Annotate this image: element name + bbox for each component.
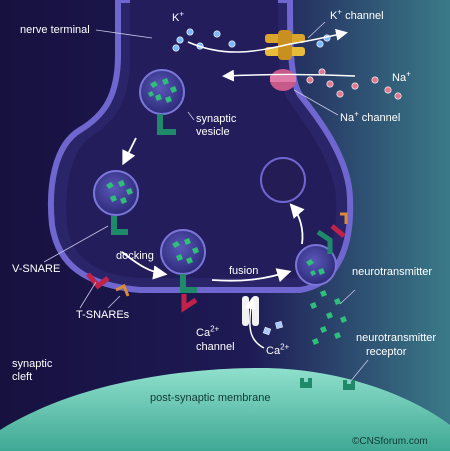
na-ion-charge: + — [406, 69, 411, 79]
k-channel-text: K — [330, 10, 338, 22]
k-channel-suffix: channel — [342, 10, 384, 22]
na-ions — [306, 68, 402, 100]
na-channel — [270, 69, 296, 91]
label-nt-receptor-line2: receptor — [366, 346, 407, 358]
label-ca-ion: Ca2+ — [266, 342, 290, 357]
label-docking: docking — [116, 250, 154, 262]
arrow-docking — [121, 251, 168, 280]
label-t-snares: T-SNAREs — [76, 309, 130, 321]
k-channel-charge: + — [337, 7, 343, 17]
label-nerve-terminal: nerve terminal — [20, 24, 90, 36]
label-synaptic-cleft-line1: synaptic — [12, 358, 53, 370]
empty-vesicle — [260, 157, 306, 203]
ca-ion-text: Ca — [266, 345, 281, 357]
leader-lines — [43, 21, 369, 383]
na-channel-suffix: channel — [358, 112, 401, 124]
label-post-synaptic-membrane: post-synaptic membrane — [150, 392, 271, 404]
label-k-ion: K+ — [172, 9, 185, 24]
label-ca-channel-line1: Ca2+ — [196, 324, 220, 339]
k-ion-text: K — [172, 12, 180, 24]
na-flow-arrow — [222, 69, 356, 82]
na-channel-text: Na — [340, 112, 355, 124]
ca-channel-text: Ca — [196, 327, 211, 339]
terminal-inner-shade — [66, 0, 337, 278]
label-synaptic-vesicle-line1: synaptic — [196, 113, 237, 125]
label-neurotransmitter: neurotransmitter — [352, 266, 433, 278]
post-synaptic-membrane — [0, 368, 450, 451]
ca-channel-charge: 2+ — [210, 324, 220, 334]
arrow-fusion — [211, 268, 292, 283]
k-flow-arrow — [187, 28, 348, 53]
label-ca-channel-line2: channel — [196, 341, 235, 353]
synaptic-vesicle-1 — [139, 69, 185, 135]
label-synaptic-cleft-line2: cleft — [12, 371, 33, 383]
ca-ions — [262, 321, 283, 336]
label-synaptic-vesicle-line2: vesicle — [196, 126, 230, 138]
na-channel-charge: + — [354, 109, 359, 119]
label-na-channel: Na+ channel — [340, 109, 401, 124]
arrow-ca-in — [244, 297, 265, 349]
label-k-channel: K+ channel — [330, 7, 384, 22]
copyright-text: ©CNSforum.com — [352, 436, 428, 447]
released-neurotransmitter — [310, 290, 347, 345]
arrow-vesicle-down — [122, 137, 137, 166]
label-nt-receptor-line1: neurotransmitter — [356, 332, 437, 344]
docking-vesicle — [160, 229, 206, 313]
label-fusion: fusion — [229, 265, 259, 277]
k-ion-charge: + — [179, 9, 185, 19]
label-v-snare: V-SNARE — [12, 263, 61, 275]
t-snares — [86, 272, 130, 297]
na-ion-text: Na — [392, 72, 407, 84]
label-na-ion: Na+ — [392, 69, 411, 84]
synaptic-vesicle-2 — [93, 170, 139, 235]
fusing-vesicle — [295, 212, 348, 286]
nt-receptors — [300, 378, 355, 390]
arrow-recycle — [289, 203, 305, 245]
ca-ion-charge: 2+ — [280, 342, 290, 352]
